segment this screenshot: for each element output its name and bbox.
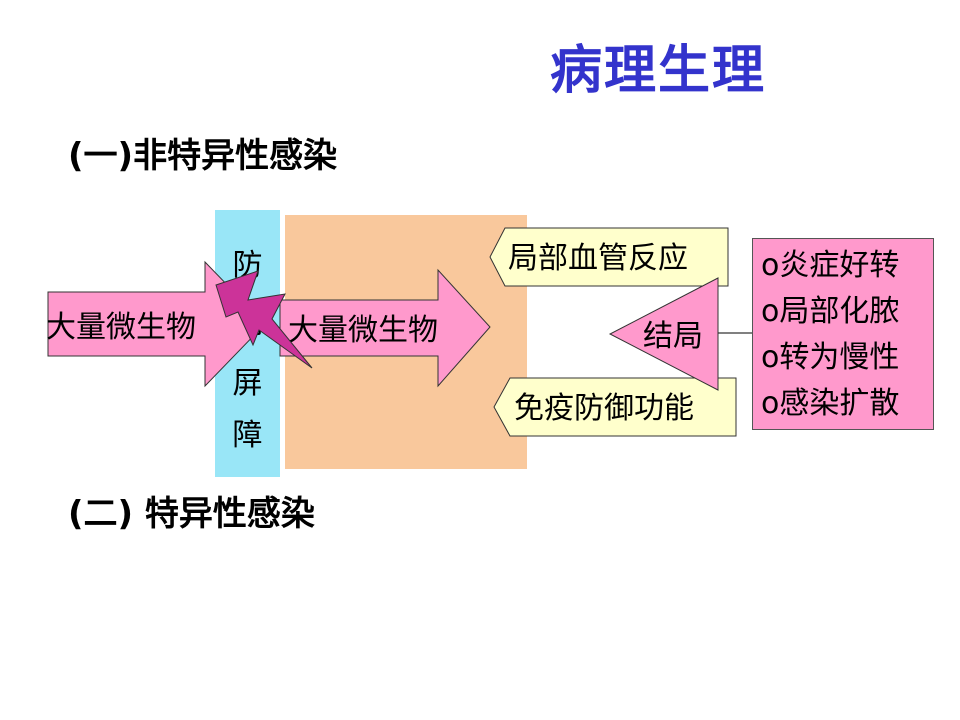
outcome-item: o感染扩散 <box>761 386 900 421</box>
lightning-bolt-icon <box>215 270 313 369</box>
outcomes-box: o炎症好转 o局部化脓 o转为慢性 o感染扩散 <box>752 238 934 430</box>
barrier-char: 障 <box>232 418 263 453</box>
section-heading-specific: (二) 特异性感染 <box>68 494 315 534</box>
barrier-char: 屏 <box>232 366 263 401</box>
local-vascular-label: 局部血管反应 <box>508 241 688 276</box>
outcome-item: o转为慢性 <box>761 340 900 375</box>
outcome-item: o局部化脓 <box>761 294 900 329</box>
immune-defense-label: 免疫防御功能 <box>514 391 694 426</box>
outcome-item: o炎症好转 <box>761 248 900 283</box>
inner-arrow <box>279 268 491 388</box>
incoming-arrow <box>47 260 266 388</box>
outcome-arrow <box>608 277 719 391</box>
section-heading-nonspecific: (一)非特异性感染 <box>68 136 338 176</box>
outcome-arrow-label: 结局 <box>643 319 703 354</box>
incoming-arrow-label: 大量微生物 <box>46 310 196 345</box>
page-title: 病理生理 <box>549 41 766 101</box>
local-vascular-callout <box>489 227 729 287</box>
inner-arrow-label: 大量微生物 <box>288 313 438 348</box>
